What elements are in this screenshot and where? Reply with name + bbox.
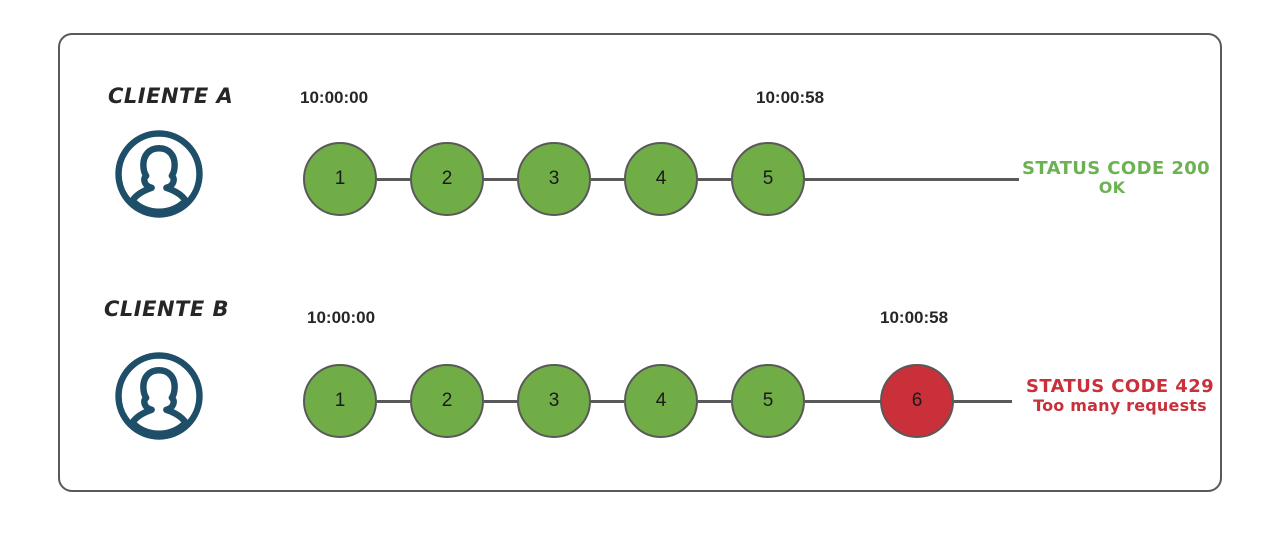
request-node[interactable]: 3 (517, 142, 591, 216)
status-badge-a: STATUS CODE 200 OK (1022, 158, 1211, 198)
request-node[interactable]: 1 (303, 364, 377, 438)
user-avatar-icon (113, 350, 205, 442)
client-label-b: CLIENTE B (104, 297, 230, 321)
connector (698, 178, 731, 181)
request-node-blocked[interactable]: 6 (880, 364, 954, 438)
request-node[interactable]: 5 (731, 142, 805, 216)
user-avatar-icon (113, 128, 205, 220)
connector (698, 400, 731, 403)
status-message-a: OK (1098, 178, 1126, 198)
connector-to-status (805, 178, 1019, 181)
status-code-b: STATUS CODE 429 (1025, 376, 1215, 397)
timestamp-start-a: 10:00:00 (300, 88, 369, 107)
request-node[interactable]: 4 (624, 364, 698, 438)
request-node[interactable]: 1 (303, 142, 377, 216)
request-node[interactable]: 4 (624, 142, 698, 216)
timestamp-end-b: 10:00:58 (880, 308, 949, 327)
client-label-a: CLIENTE A (108, 84, 234, 108)
connector (377, 178, 410, 181)
request-node[interactable]: 3 (517, 364, 591, 438)
status-message-b: Too many requests (1033, 396, 1207, 416)
request-node[interactable]: 5 (731, 364, 805, 438)
request-node[interactable]: 2 (410, 364, 484, 438)
status-code-a: STATUS CODE 200 (1022, 158, 1211, 179)
connector (484, 178, 517, 181)
connector (591, 400, 624, 403)
connector (484, 400, 517, 403)
connector (377, 400, 410, 403)
request-node[interactable]: 2 (410, 142, 484, 216)
timestamp-start-b: 10:00:00 (307, 308, 376, 327)
timestamp-end-a: 10:00:58 (756, 88, 825, 107)
connector-to-status (954, 400, 1012, 403)
connector (591, 178, 624, 181)
status-badge-b: STATUS CODE 429 Too many requests (1020, 376, 1220, 416)
connector (805, 400, 881, 403)
